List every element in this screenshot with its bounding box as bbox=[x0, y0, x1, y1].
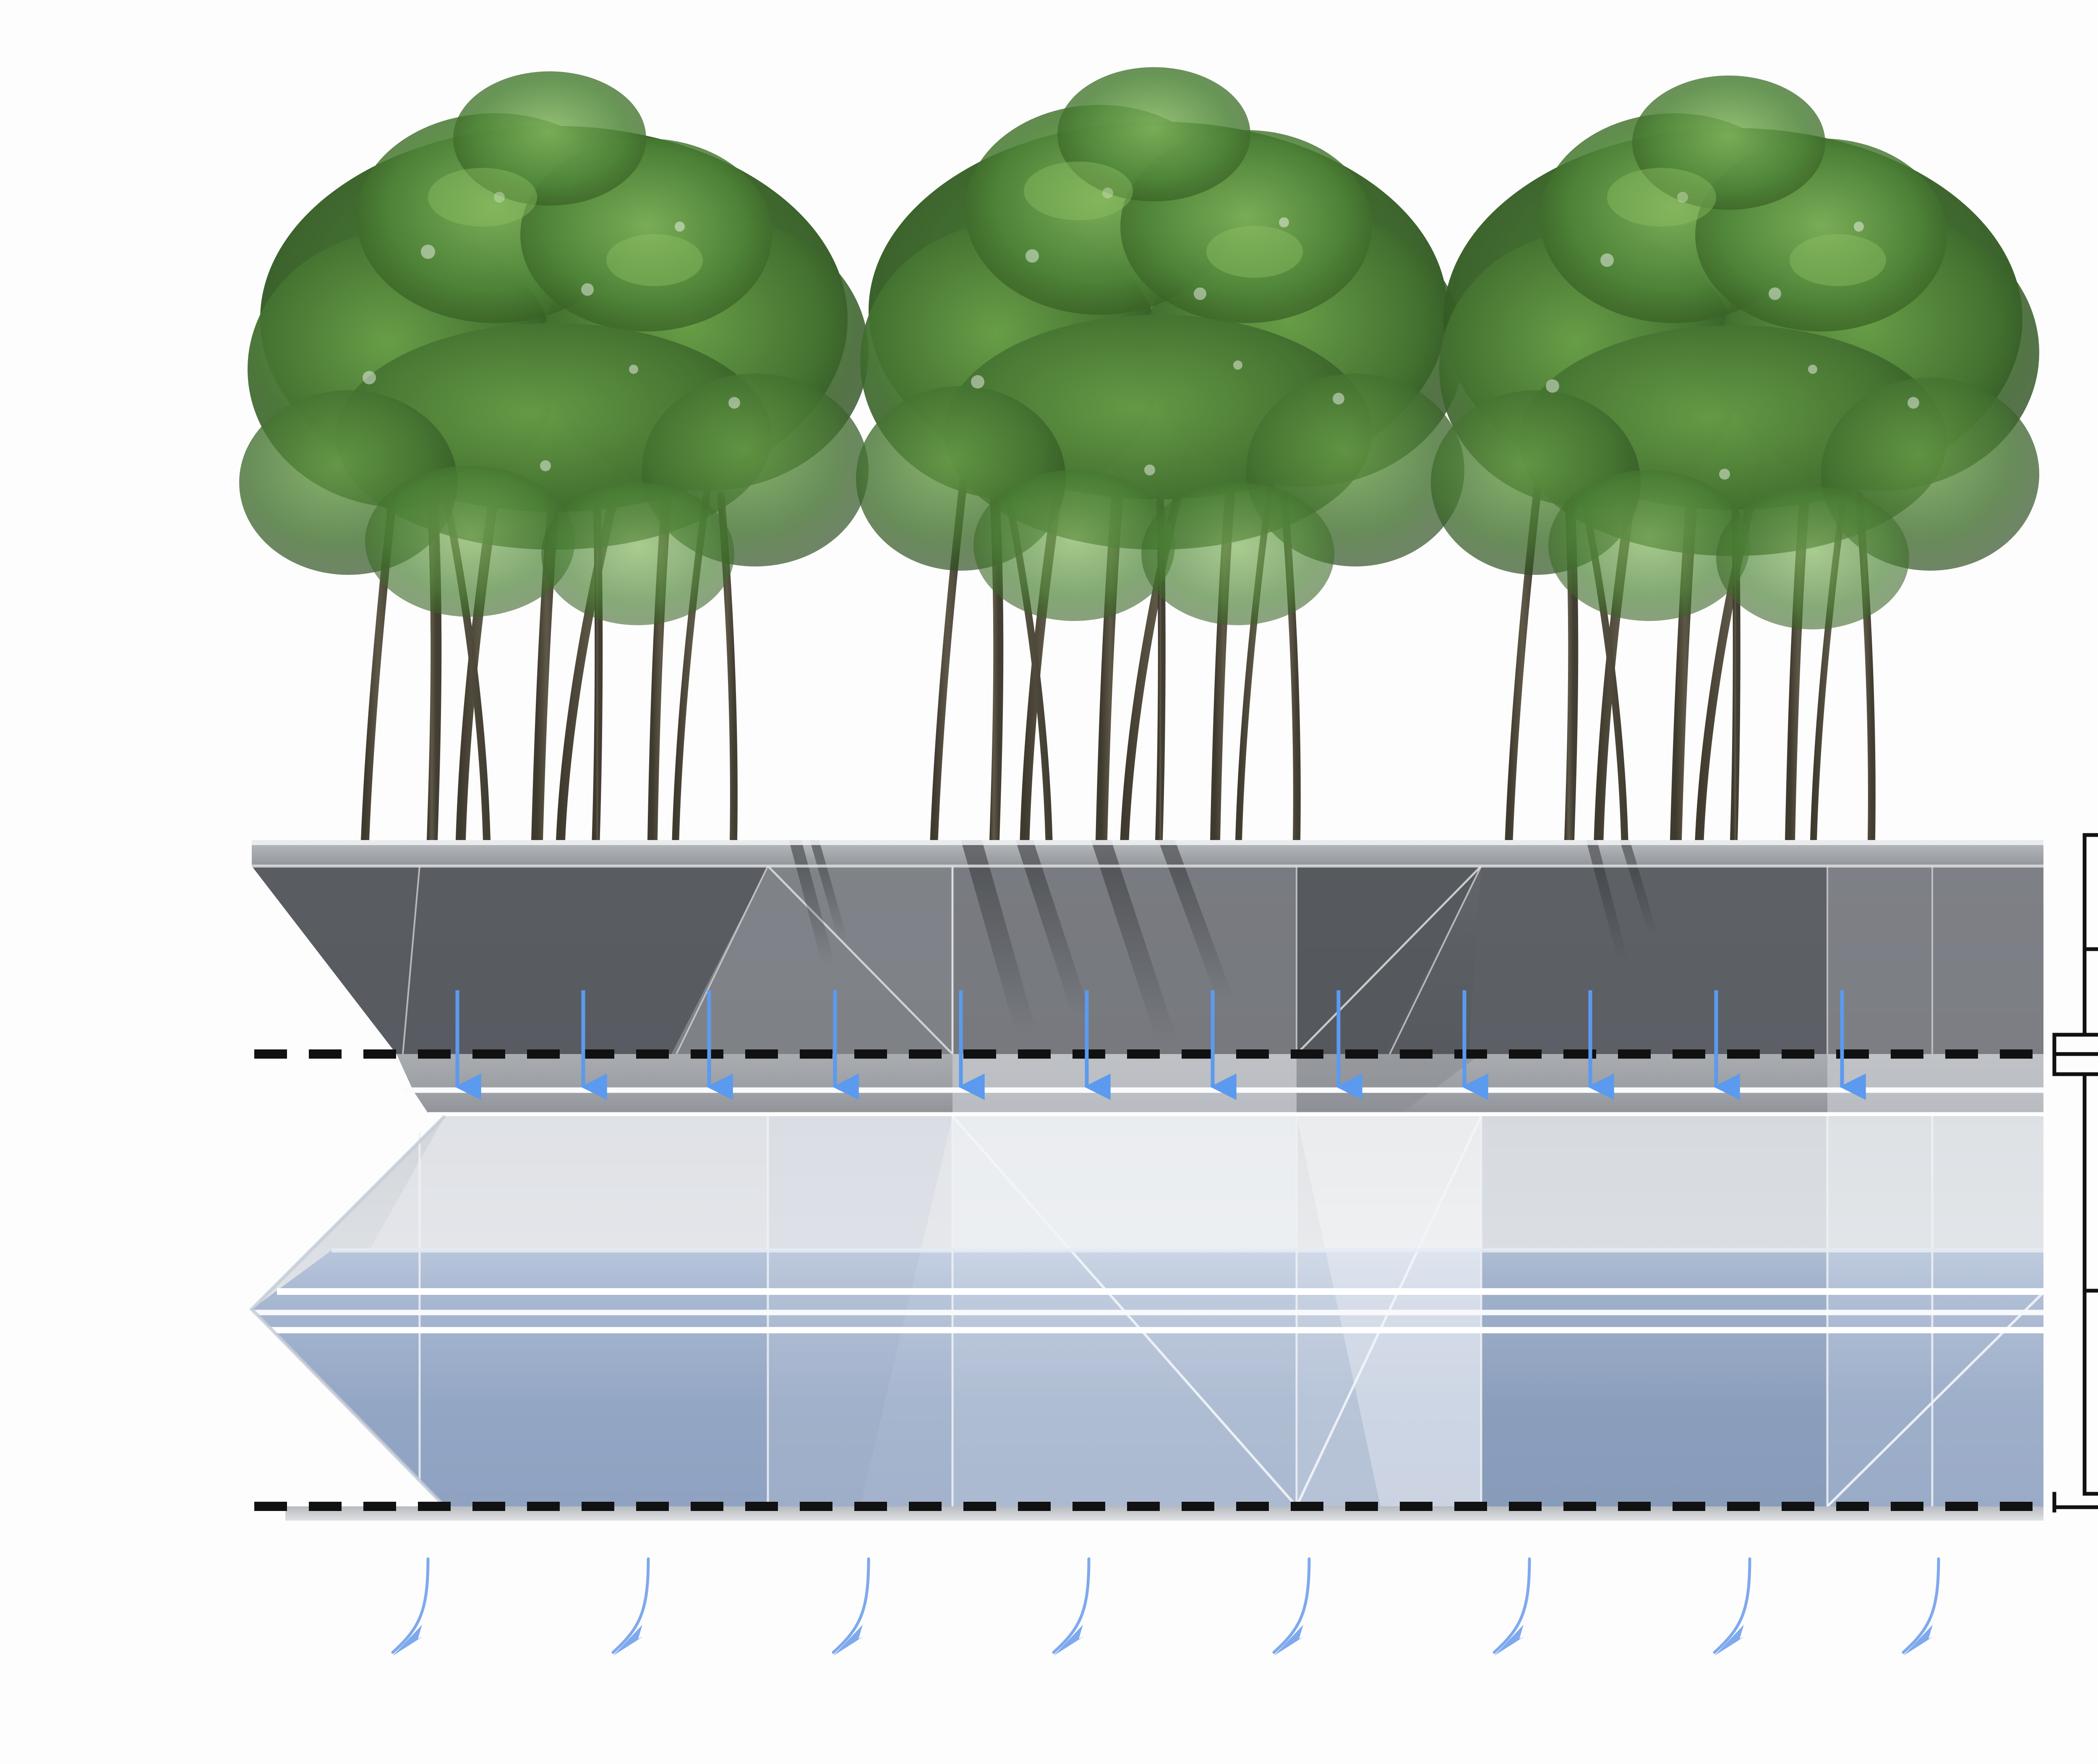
tree-canopy-group bbox=[239, 67, 2039, 846]
water-storage-layer bbox=[249, 1115, 2043, 1521]
canopy-speckle bbox=[363, 188, 1919, 480]
canopy-middle bbox=[856, 67, 1464, 625]
canopy-right bbox=[1431, 76, 2039, 629]
soil-infiltration-arrows bbox=[454, 990, 1866, 1100]
soil-top-edge-highlight bbox=[252, 840, 2043, 845]
storage-left-tip-edge bbox=[249, 1115, 446, 1508]
bracket-drip bbox=[2052, 1492, 2098, 1513]
legend-brackets bbox=[2052, 833, 2098, 1513]
bracket-storage bbox=[2082, 1072, 2098, 1496]
water-permeable-layer bbox=[254, 1049, 2048, 1119]
trunk-shadows bbox=[789, 840, 1658, 1041]
canopy-highlight bbox=[428, 162, 1886, 286]
bracket-soil bbox=[2082, 833, 2098, 1037]
soil-layer bbox=[252, 840, 2043, 1054]
drip-arrows bbox=[391, 1557, 1940, 1656]
canopy-left bbox=[239, 71, 869, 625]
bracket-permeable bbox=[2052, 1033, 2098, 1076]
